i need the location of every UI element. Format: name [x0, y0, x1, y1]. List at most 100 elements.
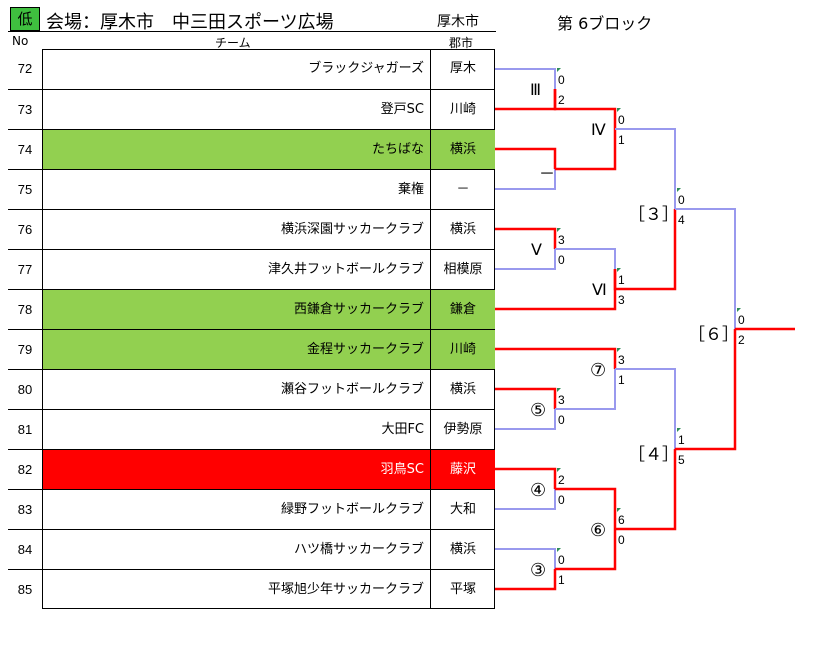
column-header-team: チーム: [215, 36, 251, 50]
score-marker: [557, 228, 561, 232]
match-label-4: Ⅳ: [591, 120, 606, 139]
team-number: 81: [8, 410, 43, 449]
score-m6-top: 1: [618, 273, 625, 287]
line-m6-out: [613, 209, 677, 291]
team-number: 77: [8, 250, 43, 289]
match-label-c6: ⑥: [590, 520, 607, 541]
team-name: 津久井フットボールクラブ: [43, 250, 431, 289]
score-m5-top: 3: [558, 233, 565, 247]
line-s4-out: [675, 329, 737, 451]
header-divider: [8, 31, 496, 32]
division-badge: 低: [10, 7, 40, 31]
team-name: 登戸SC: [43, 90, 431, 129]
team-number: 72: [8, 49, 43, 89]
column-header-city: 郡市: [449, 36, 474, 50]
match-label-c5: ⑤: [530, 400, 547, 421]
team-city: 横浜: [431, 130, 495, 169]
line-76: [495, 227, 557, 249]
score-marker: [617, 348, 621, 352]
match-label-c4: ④: [530, 480, 547, 501]
line-c6-out: [615, 449, 677, 531]
host-city: 厚木市: [437, 14, 479, 30]
score-m4-bottom: 1: [618, 133, 625, 147]
score-s4-top: 1: [678, 433, 685, 447]
team-name: たちばな: [43, 130, 431, 169]
line-84: [495, 548, 556, 569]
team-number: 79: [8, 330, 43, 369]
team-city: 相模原: [443, 262, 483, 277]
match-label-s6: ［６］: [688, 325, 739, 345]
line-m4-out: [615, 128, 676, 209]
line-c5-out: [555, 369, 616, 410]
team-name: 金程サッカークラブ: [43, 330, 431, 369]
team-city: 大和: [449, 502, 476, 517]
line-74: [495, 147, 557, 169]
column-header-no: No: [12, 34, 29, 48]
match-label-3: Ⅲ: [530, 80, 542, 99]
team-name: 瀬谷フットボールクラブ: [43, 370, 431, 409]
score-c3-bottom: 1: [558, 573, 565, 587]
team-city: 横浜: [449, 542, 476, 557]
line-m5-out: [555, 248, 616, 269]
score-c4-top: 2: [558, 473, 565, 487]
team-name: 緑野フットボールクラブ: [43, 490, 431, 529]
team-name: 大田FC: [43, 410, 431, 449]
block-title: 第 6ブロック: [557, 14, 653, 33]
team-number: 78: [8, 290, 43, 329]
team-name: ブラックジャガーズ: [43, 49, 431, 89]
score-marker: [677, 188, 681, 192]
team-city: 横浜: [449, 382, 476, 397]
team-city: 伊勢原: [443, 422, 483, 437]
score-marker: [557, 68, 561, 72]
line-72: [495, 68, 556, 89]
team-city: 川崎: [431, 330, 495, 369]
line-75: [495, 169, 556, 190]
team-number: 82: [8, 450, 43, 489]
team-number: 73: [8, 90, 43, 129]
team-city: 藤沢: [431, 450, 495, 489]
team-city: 川崎: [449, 102, 476, 117]
team-city: －: [456, 182, 470, 197]
score-c7-top: 3: [618, 353, 625, 367]
team-number: 83: [8, 490, 43, 529]
score-m6-bottom: 3: [618, 293, 625, 307]
match-label-dash: －: [539, 164, 556, 183]
team-name: 西鎌倉サッカークラブ: [43, 290, 431, 329]
team-name: 平塚旭少年サッカークラブ: [43, 570, 431, 609]
score-marker: [737, 308, 741, 312]
match-label-c7: ⑦: [590, 360, 607, 381]
score-s3-top: 0: [678, 193, 685, 207]
score-m3-top: 0: [558, 73, 565, 87]
score-c4-bottom: 0: [558, 493, 565, 507]
match-label-s4: ［４］: [628, 445, 679, 465]
line-c3-out: [555, 529, 617, 571]
score-marker: [557, 468, 561, 472]
score-c6-bottom: 0: [618, 533, 625, 547]
line-c4-out: [555, 487, 617, 529]
team-name: 羽鳥SC: [43, 450, 431, 489]
score-m4-top: 0: [618, 113, 625, 127]
match-label-c3: ③: [530, 560, 547, 581]
team-name: 棄権: [43, 170, 431, 209]
score-marker: [617, 268, 621, 272]
line-80: [495, 387, 557, 409]
team-number: 85: [8, 570, 43, 609]
match-label-s3: ［３］: [628, 205, 679, 225]
match-label-6: Ⅵ: [592, 280, 607, 299]
score-m5-bottom: 0: [558, 253, 565, 267]
line-s3-out: [675, 208, 736, 329]
score-c5-top: 3: [558, 393, 565, 407]
team-number: 74: [8, 130, 43, 169]
